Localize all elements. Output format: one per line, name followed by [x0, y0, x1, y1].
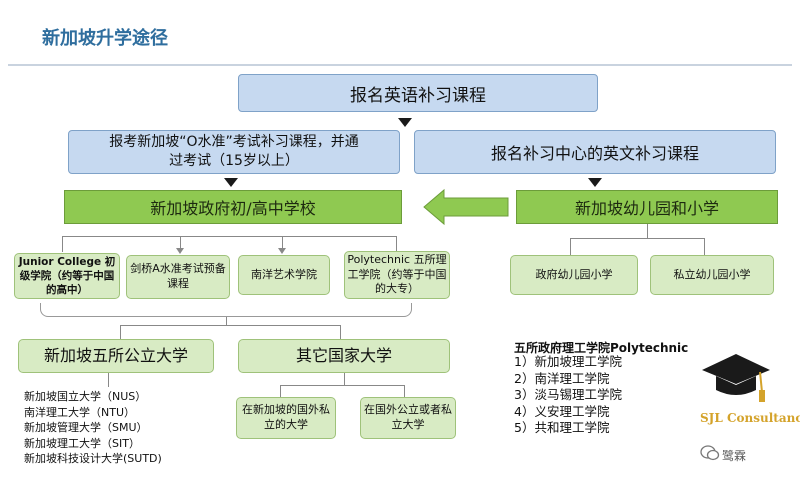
list-item: 4）义安理工学院 — [514, 403, 610, 419]
connector — [280, 385, 404, 386]
connector — [282, 236, 283, 248]
connector — [180, 236, 181, 248]
node-cambridge-a: 剑桥A水准考试预备课程 — [126, 255, 230, 299]
list-item: 新加坡管理大学（SMU） — [24, 421, 148, 434]
polytechnic-list: 1）新加坡理工学院 2）南洋理工学院 3）淡马锡理工学院 4）义安理工学院 5）… — [514, 354, 622, 437]
connector — [120, 325, 121, 339]
node-o-level-line1: 报考新加坡“O水准”考试补习课程，并通 — [109, 134, 359, 150]
node-gov-kindergarten: 政府幼儿园小学 — [510, 255, 638, 295]
arrow-down-icon — [278, 248, 286, 254]
arrow-down-icon — [398, 118, 412, 127]
connector — [344, 373, 345, 385]
logo-text: SJL Consultancy — [700, 411, 800, 425]
node-other-uni: 其它国家大学 — [238, 339, 450, 373]
arrow-down-icon — [176, 248, 184, 254]
list-item: 新加坡国立大学（NUS） — [24, 390, 147, 403]
node-o-level-course: 报考新加坡“O水准”考试补习课程，并通 过考试（15岁以上） — [68, 130, 400, 174]
title-divider — [8, 64, 792, 66]
node-tuition-center: 报名补习中心的英文补习课程 — [414, 130, 776, 174]
connector — [226, 317, 227, 325]
connector — [340, 325, 341, 339]
list-item: 5）共和理工学院 — [514, 420, 610, 435]
node-sg-foreign-private: 在新加坡的国外私立的大学 — [236, 397, 336, 439]
node-nafa: 南洋艺术学院 — [238, 255, 330, 295]
public-university-list: 新加坡国立大学（NUS） 南洋理工大学（NTU） 新加坡管理大学（SMU） 新加… — [24, 389, 162, 467]
page-title: 新加坡升学途径 — [42, 28, 168, 49]
connector — [396, 236, 397, 252]
connector — [62, 236, 63, 252]
grouping-brace — [40, 303, 412, 317]
polytechnic-list-title: 五所政府理工学院Polytechnic — [514, 341, 689, 355]
list-item: 新加坡理工大学（SIT） — [24, 436, 140, 450]
list-item: 1）新加坡理工学院 — [514, 354, 622, 369]
list-item: 南洋理工大学（NTU） — [24, 405, 135, 419]
connector — [647, 224, 648, 238]
connector — [570, 238, 704, 239]
node-junior-college: Junior College 初级学院（约等于中国的高中） — [14, 253, 120, 299]
connector — [570, 238, 571, 256]
arrow-down-icon — [588, 178, 602, 187]
node-abroad-uni: 在国外公立或者私立大学 — [360, 397, 456, 439]
node-english-course: 报名英语补习课程 — [238, 74, 598, 112]
node-gov-school: 新加坡政府初/高中学校 — [64, 190, 402, 224]
connector — [704, 238, 705, 256]
connector — [120, 325, 340, 326]
arrow-left-icon — [423, 188, 509, 226]
list-item: 3）淡马锡理工学院 — [514, 387, 622, 402]
wechat-icon — [700, 445, 720, 461]
graduation-cap-icon — [702, 354, 770, 402]
node-kindergarten-primary: 新加坡幼儿园和小学 — [516, 190, 778, 224]
connector — [62, 236, 396, 237]
node-private-kindergarten: 私立幼儿园小学 — [650, 255, 774, 295]
connector — [108, 373, 109, 387]
node-o-level-line2: 过考试（15岁以上） — [169, 153, 299, 169]
wechat-name: 鹭霖 — [722, 449, 747, 463]
list-item: 新加坡科技设计大学(SUTD) — [24, 452, 162, 465]
list-item: 2）南洋理工学院 — [514, 370, 610, 386]
node-five-public-uni: 新加坡五所公立大学 — [18, 339, 214, 373]
connector — [280, 385, 281, 397]
connector — [404, 385, 405, 397]
node-polytechnic: Polytechnic 五所理工学院（约等于中国的大专） — [344, 251, 450, 299]
arrow-down-icon — [224, 178, 238, 187]
